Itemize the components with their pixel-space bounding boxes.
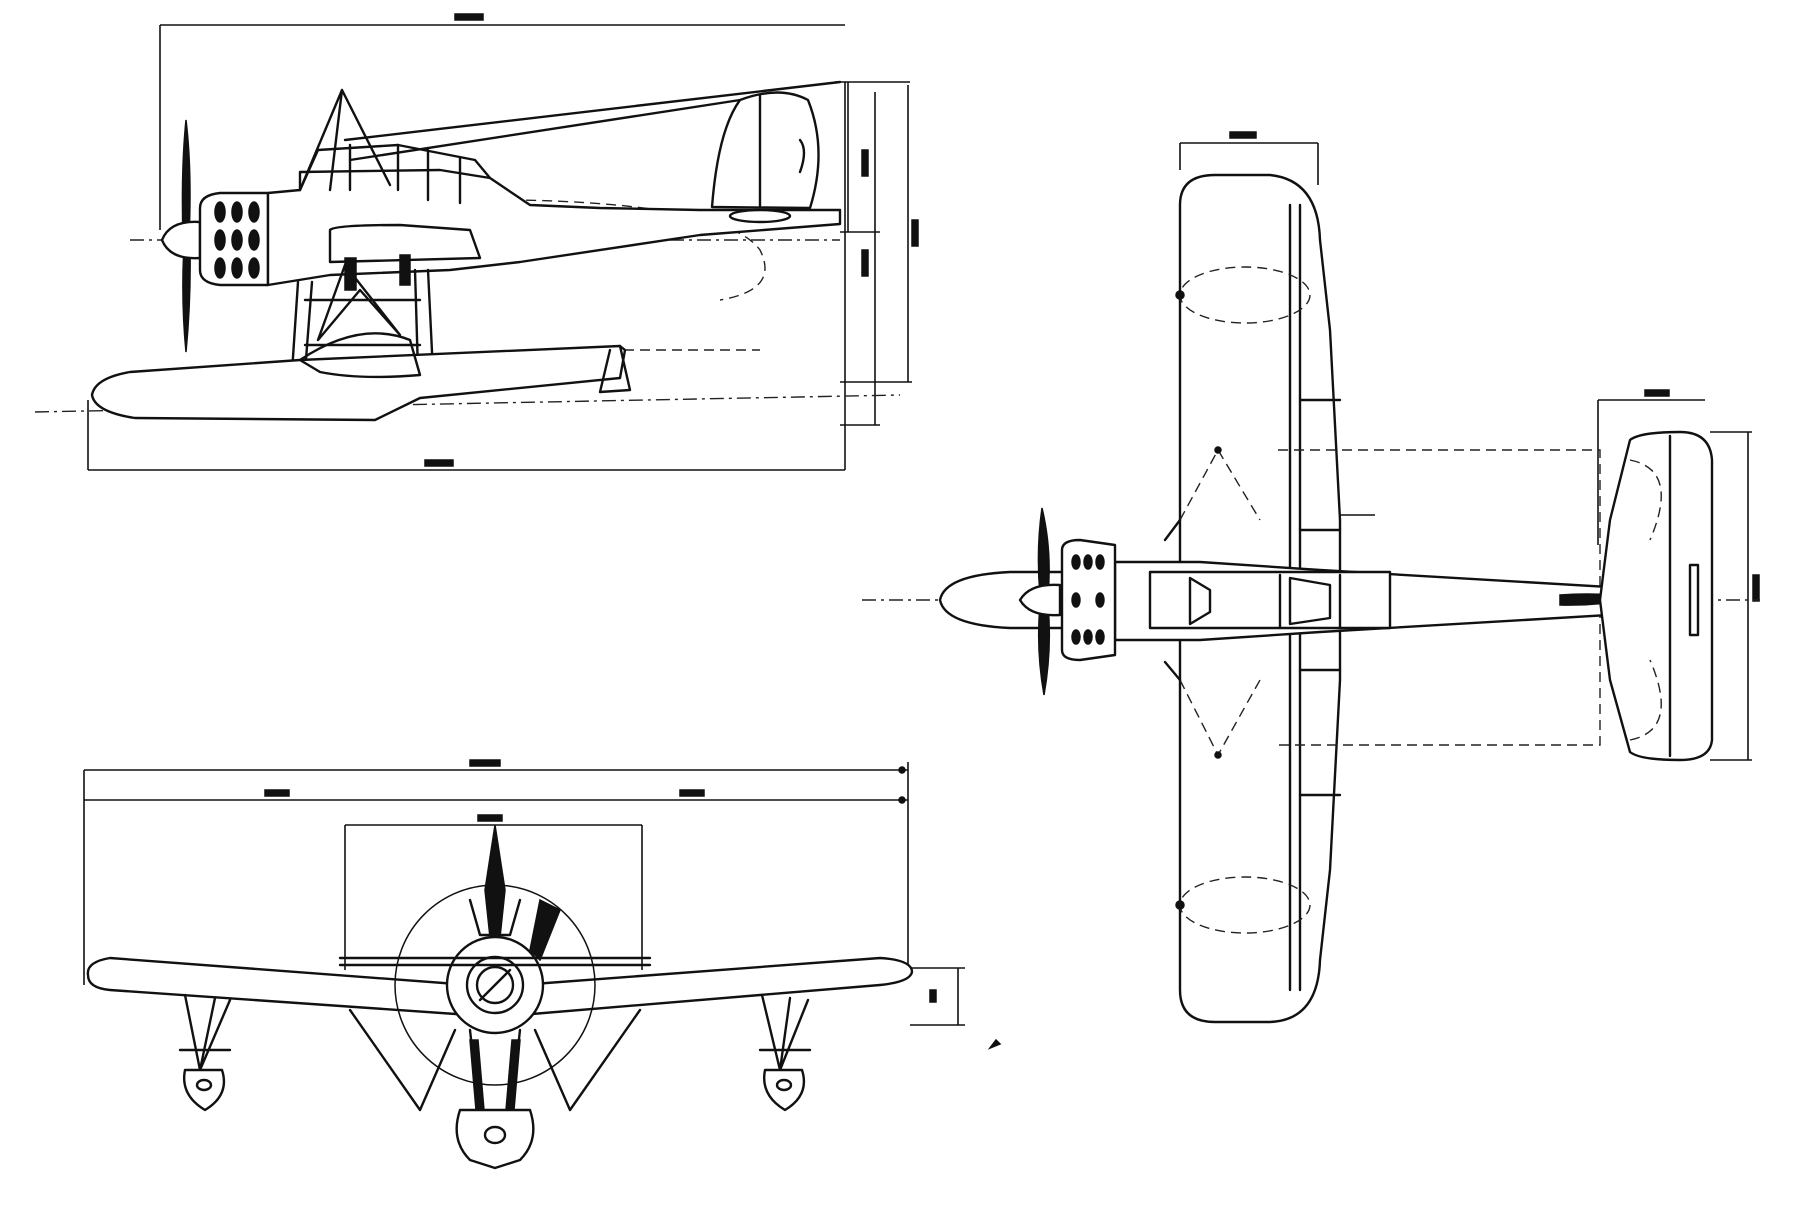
front-elevation-view: [83, 759, 1002, 1170]
front-central-float: [455, 1108, 535, 1170]
side-tail-fin: [710, 91, 820, 210]
front-central-struts: [348, 1008, 642, 1122]
front-left-wingtip-float: [178, 993, 232, 1112]
side-propeller: [160, 119, 202, 353]
side-engine-cowling: [198, 191, 270, 287]
front-right-wingtip-float: [758, 993, 812, 1112]
plan-propeller: [1018, 507, 1062, 696]
plan-cockpit: [1148, 570, 1392, 630]
side-wing-root: [328, 223, 482, 264]
plan-engine: [1060, 538, 1117, 662]
side-tailplane: [728, 208, 792, 224]
front-dimension-lines: [83, 759, 965, 1026]
plan-tailplane: [1598, 430, 1714, 762]
side-dimension-lines: [87, 13, 919, 471]
side-elevation-view: [34, 13, 919, 471]
side-float: [90, 344, 627, 422]
plan-view: [862, 131, 1760, 1024]
side-wing: [343, 80, 842, 162]
side-float-struts: [290, 254, 435, 374]
